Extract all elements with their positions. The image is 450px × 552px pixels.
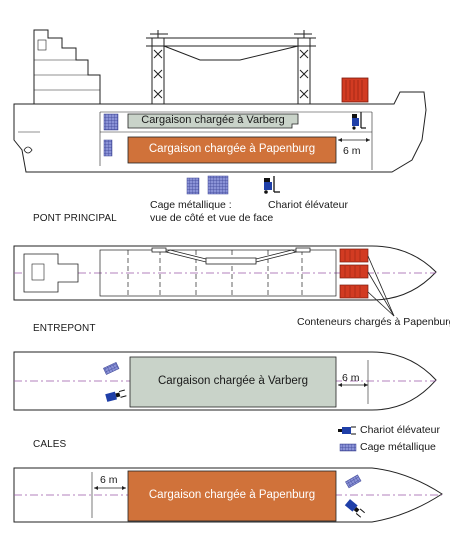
containers-papenburg <box>339 248 369 299</box>
side-view <box>13 29 427 173</box>
section-title-entrepont: ENTREPONT <box>33 323 96 334</box>
forklift-label: Chariot élévateur <box>268 199 348 211</box>
cargo-varberg-entrepont-label: Cargaison chargée à Varberg <box>157 375 309 387</box>
cargo-varberg-side-label: Cargaison chargée à Varberg <box>141 114 285 126</box>
cargo-papenburg-side <box>127 136 337 164</box>
cage-front-icon <box>207 175 229 195</box>
forklift-icon <box>344 499 365 518</box>
distance-side-label: 6 m <box>343 145 361 157</box>
forklift-icon <box>338 426 356 435</box>
legend-forklift-label: Chariot élévateur <box>360 424 440 436</box>
gantry-crane <box>146 30 316 105</box>
cargo-varberg-entrepont <box>129 356 337 408</box>
cage-side-icon <box>186 177 200 195</box>
cargo-varberg-side <box>127 113 299 129</box>
plan-cales <box>13 467 443 523</box>
section-title-pont-principal: PONT PRINCIPAL <box>33 213 117 224</box>
deck-container <box>341 77 369 103</box>
superstructure <box>33 29 101 106</box>
cage-icon <box>103 113 119 131</box>
forklift-icon <box>264 176 280 194</box>
cargo-papenburg-cales <box>127 470 337 522</box>
distance-entrepont-label: 6 m <box>342 372 360 384</box>
cargo-papenburg-cales-label: Cargaison chargée à Papenburg <box>148 489 316 501</box>
cage-icon <box>339 443 357 452</box>
section-title-cales: CALES <box>33 439 67 450</box>
cargo-papenburg-side-label: Cargaison chargée à Papenburg <box>148 143 316 155</box>
forklift-icon <box>105 389 127 402</box>
cage-icon <box>103 139 113 157</box>
plan-pont-principal <box>13 245 437 317</box>
cage-label-line2: vue de côté et vue de face <box>150 212 274 224</box>
container-pointer-lines <box>367 255 395 317</box>
plan-entrepont <box>13 351 437 411</box>
distance-cales-label: 6 m <box>100 474 118 486</box>
legend-cage-label: Cage métallique <box>360 441 436 453</box>
cage-label-line1: Cage métallique : <box>150 199 232 211</box>
forklift-icon <box>352 112 366 130</box>
containers-label: Conteneurs chargés à Papenburg <box>297 316 450 328</box>
